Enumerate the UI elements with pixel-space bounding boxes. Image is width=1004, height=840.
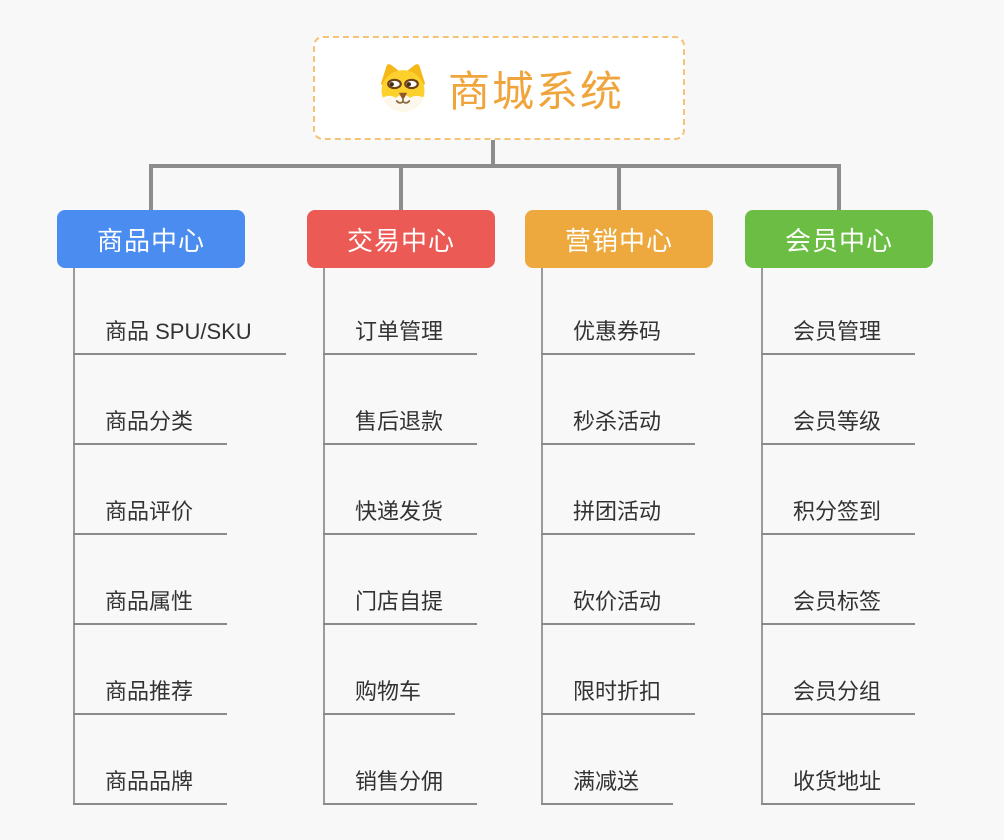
children-column-trade: 订单管理 售后退款 快递发货 门店自提 购物车 销售分佣 [323,268,563,805]
branch-drop-connector-1 [149,164,153,210]
child-topic[interactable]: 商品分类 [73,405,228,445]
root-topic[interactable]: 商城系统 [313,36,685,140]
root-stem-connector [491,140,495,168]
child-topic[interactable]: 会员标签 [761,585,916,625]
root-title: 商城系统 [447,67,624,115]
child-topic[interactable]: 会员分组 [761,675,916,715]
branch-header-trade-center[interactable]: 交易中心 [307,210,495,268]
child-topic[interactable]: 商品评价 [73,495,228,535]
children-line-member [761,268,763,805]
branch-header-product-center[interactable]: 商品中心 [57,210,245,268]
child-topic[interactable]: 限时折扣 [541,675,696,715]
child-topic[interactable]: 快递发货 [323,495,478,535]
children-line-trade [323,268,325,805]
child-topic[interactable]: 商品 SPU/SKU [73,315,286,355]
children-column-marketing: 优惠券码 秒杀活动 拼团活动 砍价活动 限时折扣 满减送 [541,268,781,805]
children-column-product: 商品 SPU/SKU 商品分类 商品评价 商品属性 商品推荐 商品品牌 [73,268,313,805]
branch-drop-connector-3 [617,164,621,210]
child-topic[interactable]: 会员管理 [761,315,916,355]
branch-bus-connector [149,164,841,168]
child-topic[interactable]: 砍价活动 [541,585,696,625]
shiba-dog-icon [374,62,432,114]
child-topic[interactable]: 会员等级 [761,405,916,445]
child-topic[interactable]: 销售分佣 [323,765,478,805]
child-topic[interactable]: 商品推荐 [73,675,228,715]
child-topic[interactable]: 订单管理 [323,315,478,355]
child-topic[interactable]: 商品属性 [73,585,228,625]
branch-drop-connector-2 [399,164,403,210]
child-topic[interactable]: 收货地址 [761,765,916,805]
child-topic[interactable]: 优惠券码 [541,315,696,355]
branch-drop-connector-4 [837,164,841,210]
branch-header-member-center[interactable]: 会员中心 [745,210,933,268]
child-topic[interactable]: 购物车 [323,675,456,715]
child-topic[interactable]: 商品品牌 [73,765,228,805]
branch-header-marketing-center[interactable]: 营销中心 [525,210,713,268]
child-topic[interactable]: 秒杀活动 [541,405,696,445]
children-column-member: 会员管理 会员等级 积分签到 会员标签 会员分组 收货地址 [761,268,1001,805]
child-topic[interactable]: 拼团活动 [541,495,696,535]
child-topic[interactable]: 积分签到 [761,495,916,535]
children-line-product [73,268,75,805]
children-line-marketing [541,268,543,805]
child-topic[interactable]: 满减送 [541,765,674,805]
child-topic[interactable]: 售后退款 [323,405,478,445]
child-topic[interactable]: 门店自提 [323,585,478,625]
